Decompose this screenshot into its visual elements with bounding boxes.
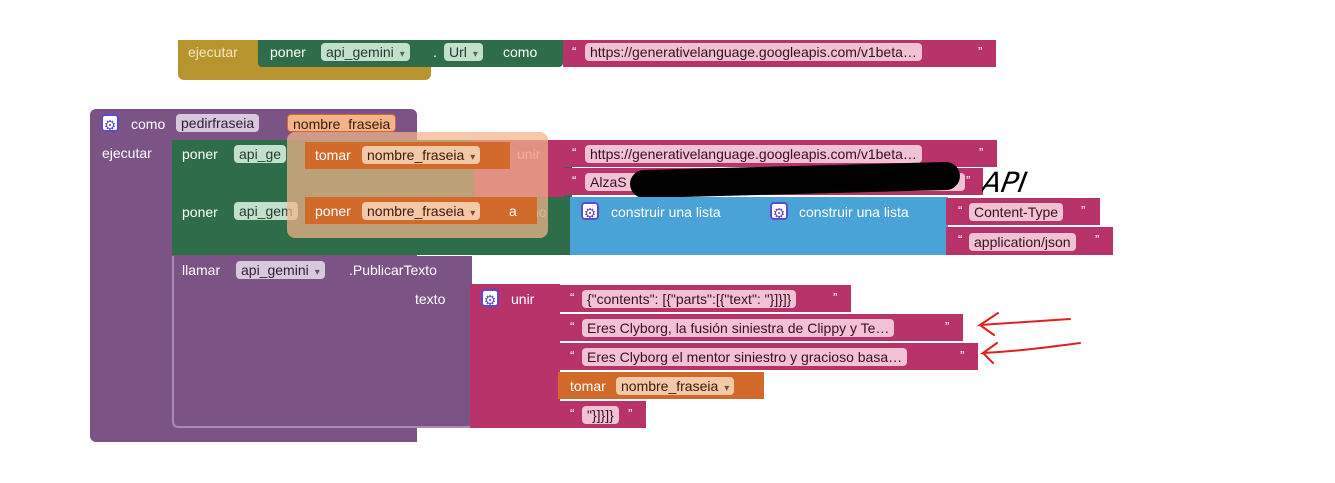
- inner-list-block[interactable]: [760, 197, 948, 255]
- annotation-api: API: [982, 166, 1030, 198]
- close-quote-icon: ”: [628, 406, 633, 421]
- set2-component-dropdown[interactable]: api_gem: [234, 202, 298, 220]
- open-quote-icon: “: [958, 232, 963, 247]
- text-join-label: unir: [511, 291, 535, 307]
- set1-label: poner: [182, 146, 218, 162]
- call-get-label: tomar: [570, 378, 606, 394]
- open-quote-icon: “: [572, 145, 577, 160]
- open-quote-icon: “: [570, 290, 575, 305]
- call-component-dropdown[interactable]: api_gemini: [236, 261, 325, 279]
- gear-icon[interactable]: ⚙: [481, 289, 499, 308]
- call-block[interactable]: [172, 256, 472, 428]
- top-set-label: poner: [270, 44, 306, 60]
- open-quote-icon: “: [570, 406, 575, 421]
- procedure-header-label: como: [131, 116, 166, 132]
- set1-url-text[interactable]: https://generativelanguage.googleapis.co…: [585, 145, 922, 163]
- red-arrow-annotation-2: [979, 342, 1081, 364]
- header-value-text[interactable]: application/json: [969, 233, 1076, 251]
- inner-list-label: construir una lista: [799, 204, 909, 220]
- call-method-label: .PublicarTexto: [349, 262, 437, 278]
- floating-set-label: poner: [315, 203, 351, 219]
- header-name-text[interactable]: Content-Type: [969, 203, 1064, 221]
- top-url-text[interactable]: https://generativelanguage.googleapis.co…: [585, 43, 922, 61]
- text-join-block[interactable]: [470, 284, 560, 428]
- outer-list-label: construir una lista: [611, 204, 721, 220]
- call-arg-label: texto: [415, 291, 446, 307]
- gear-icon[interactable]: ⚙: [581, 202, 599, 221]
- top-property-dropdown[interactable]: Url: [444, 43, 483, 61]
- top-dot: .: [433, 44, 437, 60]
- floating-set-var-dropdown[interactable]: nombre_fraseia: [362, 202, 481, 220]
- open-quote-icon: “: [570, 319, 575, 334]
- set1-component-dropdown[interactable]: api_ge: [234, 145, 287, 163]
- close-quote-icon: ”: [1081, 203, 1086, 218]
- floating-to-label: a: [509, 203, 517, 219]
- outer-list-block[interactable]: [570, 197, 760, 255]
- close-quote-icon: ”: [966, 173, 971, 188]
- top-component-dropdown[interactable]: api_gemini: [321, 43, 410, 61]
- close-quote-icon: ”: [960, 348, 965, 363]
- set2-label: poner: [182, 204, 218, 220]
- call-get-var-dropdown[interactable]: nombre_fraseia: [616, 377, 735, 395]
- procedure-body-label: ejecutar: [102, 145, 152, 161]
- close-quote-icon: ”: [979, 145, 984, 160]
- top-to-label: como: [503, 44, 538, 60]
- gear-icon[interactable]: ⚙: [101, 114, 119, 133]
- string-text-2[interactable]: Eres Clyborg, la fusión siniestra de Cli…: [582, 319, 895, 337]
- string-text-1[interactable]: {"contents": [{"parts":[{"text": "}]}]}: [582, 290, 797, 308]
- procedure-name-field[interactable]: pedirfraseia: [176, 114, 260, 132]
- open-quote-icon: “: [570, 348, 575, 363]
- string-text-4[interactable]: "}]}]}: [582, 406, 619, 424]
- call-label: llamar: [182, 262, 221, 278]
- procedure-param[interactable]: nombre_fraseia: [287, 114, 397, 132]
- floating-get-label: tomar: [315, 147, 351, 163]
- close-quote-icon: ”: [1095, 232, 1100, 247]
- gear-icon[interactable]: ⚙: [770, 202, 788, 221]
- red-arrow-annotation-1: [976, 312, 1071, 336]
- string-text-3[interactable]: Eres Clyborg el mentor siniestro y graci…: [582, 348, 908, 366]
- open-quote-icon: “: [572, 173, 577, 188]
- close-quote-icon: ”: [833, 290, 838, 305]
- svg-text:API: API: [982, 166, 1030, 198]
- open-quote-icon: “: [572, 44, 577, 59]
- top-set-block[interactable]: [258, 40, 563, 67]
- close-quote-icon: ”: [978, 44, 983, 59]
- close-quote-icon: ”: [945, 319, 950, 334]
- floating-get-var-dropdown[interactable]: nombre_fraseia: [362, 146, 481, 164]
- open-quote-icon: “: [958, 203, 963, 218]
- top-event-label: ejecutar: [188, 44, 238, 60]
